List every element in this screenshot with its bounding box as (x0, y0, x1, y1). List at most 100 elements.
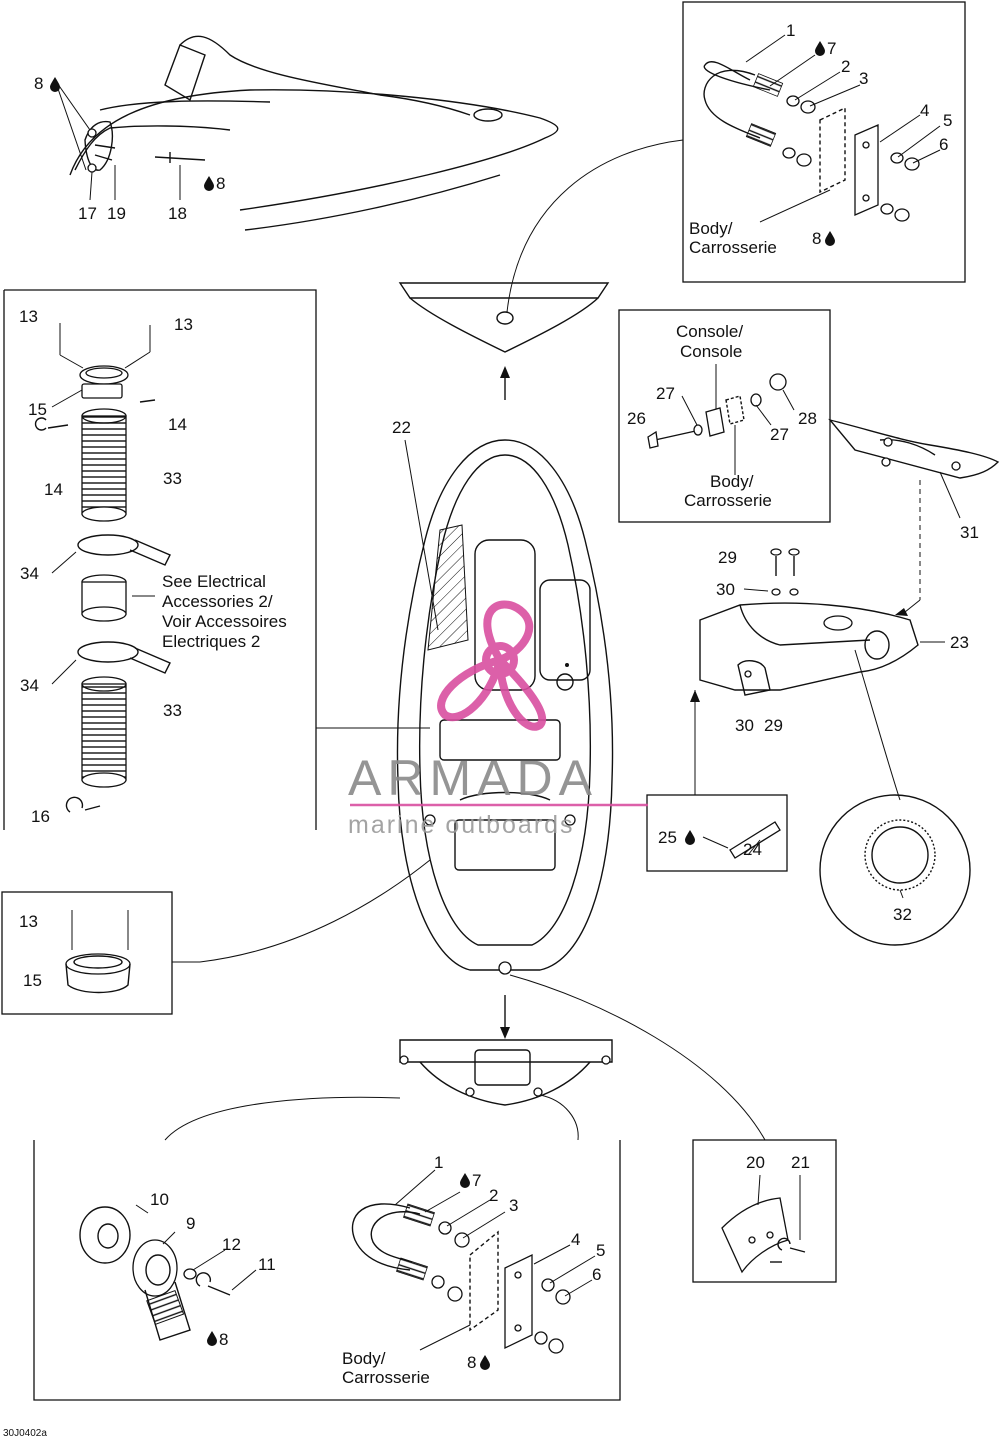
note-carrosserie: Carrosserie (689, 238, 777, 257)
bracket-31 (828, 418, 1000, 616)
callout-23: 23 (950, 633, 969, 652)
callout-15: 15 (28, 400, 47, 419)
note-body-3: Body/ (342, 1349, 386, 1368)
stern-view (164, 974, 766, 1141)
front-handle-assembly (703, 34, 941, 223)
callout-13: 13 (19, 307, 38, 326)
box-rear-assembly (33, 1140, 621, 1401)
tube-24 (702, 821, 781, 859)
callout-11: 11 (258, 1255, 276, 1274)
drop-icon (825, 231, 835, 246)
drop-icon (50, 77, 60, 92)
callout-2b: 2 (489, 1186, 498, 1205)
drop-icon (685, 830, 695, 845)
armada-watermark: ARMADA marine outboards (348, 600, 648, 839)
drop-icon (204, 176, 214, 191)
note-carrosserie-3: Carrosserie (342, 1368, 430, 1387)
box-front-handle (682, 1, 966, 283)
callout-20: 20 (746, 1153, 765, 1172)
drain-plug-assembly (79, 1204, 257, 1341)
callout-26: 26 (627, 409, 646, 428)
hull-side-view (54, 35, 559, 231)
callout-5b: 5 (596, 1241, 605, 1260)
note-see-electrical-2: Accessories 2/ (162, 592, 273, 611)
callout-8d: 8 (219, 1330, 228, 1349)
box-vent-assembly (3, 289, 317, 830)
box-tube (646, 794, 788, 872)
box-cover (692, 1139, 837, 1283)
callout-5: 5 (943, 111, 952, 130)
callout-21: 21 (791, 1153, 810, 1172)
callout-9: 9 (186, 1214, 195, 1233)
callout-8: 8 (34, 74, 43, 93)
box-console (618, 309, 831, 523)
note-console: Console/ (676, 322, 743, 341)
callout-34b: 34 (20, 676, 39, 695)
callout-7b: 7 (472, 1171, 481, 1190)
callout-30: 30 (716, 580, 735, 599)
drop-icon (460, 1173, 470, 1188)
callout-12: 12 (222, 1235, 241, 1254)
callout-17: 17 (78, 204, 97, 223)
callout-33: 33 (163, 469, 182, 488)
callout-15b: 15 (23, 971, 42, 990)
callout-2: 2 (841, 57, 850, 76)
watermark-brand: ARMADA (348, 750, 598, 806)
vent-assembly (34, 323, 430, 813)
box-small-vent (1, 891, 173, 1015)
callout-30b: 30 (735, 716, 754, 735)
callout-14b: 14 (44, 480, 63, 499)
note-body: Body/ (689, 219, 733, 238)
callout-3b: 3 (509, 1196, 518, 1215)
console-fastener (647, 364, 795, 475)
callout-18: 18 (168, 204, 187, 223)
callout-4b: 4 (571, 1230, 580, 1249)
note-body-2: Body/ (710, 472, 754, 491)
callout-13b: 13 (174, 315, 193, 334)
callout-4: 4 (920, 101, 929, 120)
drop-icon (815, 41, 825, 56)
callout-19: 19 (107, 204, 126, 223)
callout-8b: 8 (216, 174, 225, 193)
drop-icon (207, 1331, 217, 1346)
callout-32: 32 (893, 905, 912, 924)
watermark-tagline: marine outboards (348, 811, 575, 839)
callout-29: 29 (718, 548, 737, 567)
note-see-electrical-3: Voir Accessoires (162, 612, 287, 631)
callout-29b: 29 (764, 716, 783, 735)
note-see-electrical-4: Electriques 2 (162, 632, 260, 651)
bow-view (398, 139, 684, 400)
callout-27: 27 (656, 384, 675, 403)
callout-3: 3 (859, 69, 868, 88)
callout-8c: 8 (812, 229, 821, 248)
callout-13c: 13 (19, 912, 38, 931)
cover-20 (721, 1174, 806, 1274)
callout-14: 14 (168, 415, 187, 434)
callout-7: 7 (827, 39, 836, 58)
callout-6b: 6 (592, 1265, 601, 1284)
note-console-2: Console (680, 342, 742, 361)
callout-16: 16 (31, 807, 50, 826)
callout-22: 22 (392, 418, 411, 437)
callout-28: 28 (798, 409, 817, 428)
propeller-logo (437, 600, 547, 731)
callout-25: 25 (658, 828, 677, 847)
note-carrosserie-2: Carrosserie (684, 491, 772, 510)
callout-1: 1 (786, 21, 795, 40)
figure-code: 30J0402a (3, 1428, 47, 1439)
drop-icon (480, 1355, 490, 1370)
callout-6: 6 (939, 135, 948, 154)
callout-1b: 1 (434, 1153, 443, 1172)
callout-27b: 27 (770, 425, 789, 444)
gasket-detail-32 (819, 794, 971, 946)
small-vent (65, 859, 431, 994)
rear-handle-assembly (351, 1169, 596, 1354)
callout-34: 34 (20, 564, 39, 583)
glovebox-23 (690, 548, 945, 801)
callout-24: 24 (743, 840, 762, 859)
callout-33b: 33 (163, 701, 182, 720)
callout-8e: 8 (467, 1353, 476, 1372)
callout-31: 31 (960, 523, 979, 542)
note-see-electrical-1: See Electrical (162, 572, 266, 591)
